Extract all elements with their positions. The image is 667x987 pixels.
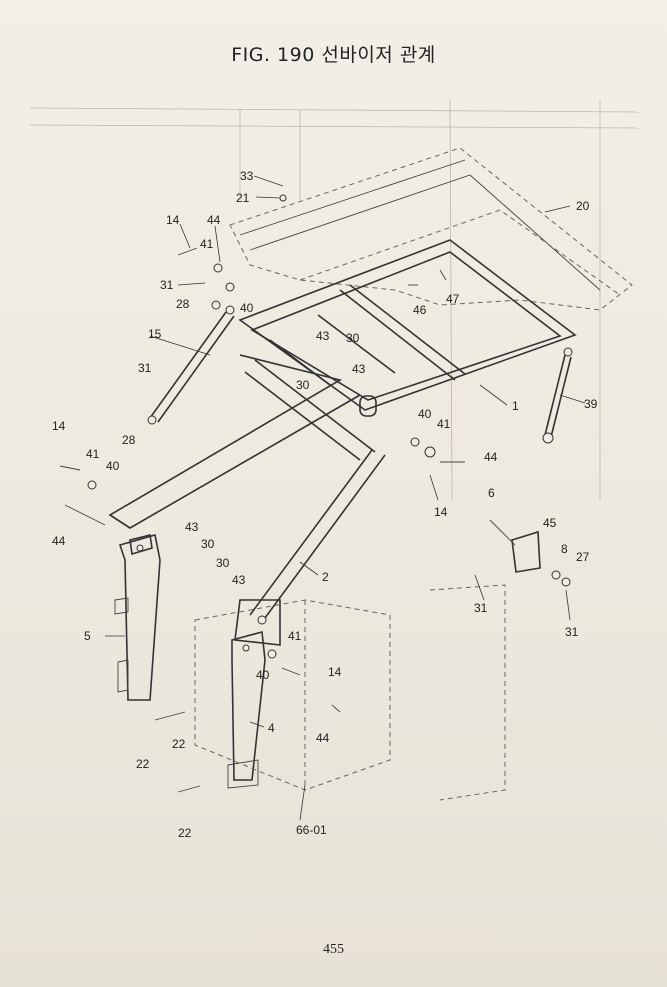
- bracket-part-45: [489, 519, 541, 573]
- callout-40: 40: [418, 407, 432, 421]
- callout-43: 43: [232, 573, 246, 587]
- cab-body-outline: [194, 584, 506, 801]
- callout-leaders: [105, 175, 586, 821]
- callout-31: 31: [138, 361, 152, 375]
- stay-rod: [147, 305, 235, 425]
- callout-8: 8: [561, 542, 568, 556]
- long-arm: [108, 354, 376, 529]
- callout-6: 6: [488, 486, 495, 500]
- callout-33: 33: [240, 169, 254, 183]
- callout-30: 30: [346, 331, 360, 345]
- bracket-part-4: [227, 630, 266, 789]
- callout-41: 41: [200, 237, 214, 251]
- callout-2: 2: [322, 570, 329, 584]
- callout-46: 46: [413, 303, 427, 317]
- callout-4: 4: [268, 721, 275, 735]
- link-rod-39: [542, 347, 573, 444]
- callout-14: 14: [434, 505, 448, 519]
- callout-30: 30: [201, 537, 215, 551]
- callout-14: 14: [328, 665, 342, 679]
- callout-31: 31: [160, 278, 174, 292]
- callout-44: 44: [207, 213, 221, 227]
- callout-1: 1: [512, 399, 519, 413]
- callout-20: 20: [576, 199, 590, 213]
- callout-44: 44: [484, 450, 498, 464]
- figure-title: FIG. 190 선바이저 관계: [231, 44, 436, 66]
- callout-5: 5: [84, 629, 91, 643]
- fasteners: [59, 194, 571, 793]
- callout-43: 43: [352, 362, 366, 376]
- callout-39: 39: [584, 397, 598, 411]
- callout-28: 28: [122, 433, 136, 447]
- callout-40: 40: [106, 459, 120, 473]
- callout-40: 40: [240, 301, 254, 315]
- callout-labels: 33 21 20 14 44 41 31 28 40 46 47 15 43 3…: [52, 169, 598, 840]
- page-number: 455: [323, 942, 344, 957]
- arm-part-2: [234, 449, 386, 646]
- callout-44: 44: [52, 534, 66, 548]
- callout-22: 22: [178, 826, 192, 840]
- callout-66-01: 66-01: [296, 823, 327, 837]
- callout-14: 14: [52, 419, 66, 433]
- callout-41: 41: [437, 417, 451, 431]
- roof-panel: [229, 147, 633, 311]
- callout-22: 22: [172, 737, 186, 751]
- callout-44: 44: [316, 731, 330, 745]
- callout-21: 21: [236, 191, 250, 205]
- callout-40: 40: [256, 668, 270, 682]
- callout-28: 28: [176, 297, 190, 311]
- callout-31: 31: [474, 601, 488, 615]
- callout-22: 22: [136, 757, 150, 771]
- callout-47: 47: [446, 292, 460, 306]
- callout-31: 31: [565, 625, 579, 639]
- callout-27: 27: [576, 550, 590, 564]
- callout-15: 15: [148, 327, 162, 341]
- callout-43: 43: [185, 520, 199, 534]
- callout-30: 30: [216, 556, 230, 570]
- callout-43: 43: [316, 329, 330, 343]
- callout-30: 30: [296, 378, 310, 392]
- callout-41: 41: [86, 447, 100, 461]
- show-through-table: [29, 99, 641, 501]
- sun-visor-frame: [238, 239, 577, 417]
- bracket-part-5: [114, 533, 161, 701]
- callout-14: 14: [166, 213, 180, 227]
- callout-45: 45: [543, 516, 557, 530]
- callout-41: 41: [288, 629, 302, 643]
